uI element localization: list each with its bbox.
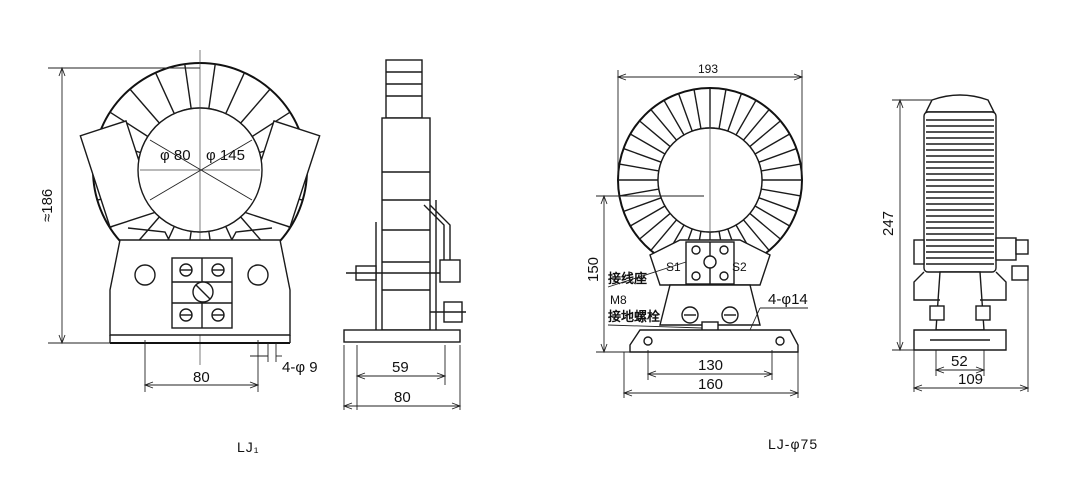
ring-segment-line <box>129 88 160 124</box>
lj1-dim-width: 80 <box>193 369 210 386</box>
ring-segment-line <box>727 93 743 132</box>
ring-segment-line <box>623 147 662 163</box>
lj75-terminal-s1: S1 <box>666 260 681 274</box>
lj1-side-top <box>385 59 423 119</box>
lj75-dim-width: 193 <box>698 62 718 76</box>
lj75-dim-height: 150 <box>585 257 602 282</box>
lj75-label-terminal-block: 接线座 <box>608 271 647 286</box>
ring-segment-line <box>154 72 175 114</box>
lj75-dim-holes: 4-φ14 <box>768 291 808 308</box>
lj75-neck <box>659 284 761 326</box>
ring-segment-line <box>251 111 291 138</box>
lj75-label-ground-bolt: 接地螺栓 <box>608 309 660 324</box>
ring-segment-line <box>758 147 797 163</box>
ring-segment-line <box>208 63 216 109</box>
lj1-caption: LJ₁ <box>237 439 260 455</box>
ring-segment-line <box>650 109 678 141</box>
lj1-dim-inner-diameter: φ 80 <box>160 147 191 164</box>
lj75-terminal-s2: S2 <box>732 260 747 274</box>
lj1-side-view: 59 80 <box>342 59 466 410</box>
lj75-front-view: S1 S2 接线座 M8 接地螺栓 4-φ14 193 150 <box>585 62 808 398</box>
ring-segment-line <box>761 188 801 197</box>
ring-segment-line <box>184 63 192 109</box>
lj1-dim-height: ≈186 <box>39 189 56 222</box>
ring-segment-line <box>629 205 666 227</box>
lj1-mount-hole-left <box>134 264 156 286</box>
ring-segment-line <box>623 197 662 213</box>
lj75-side-view: 247 52 109 <box>880 94 1030 392</box>
lj75-dim-outer: 160 <box>698 376 723 393</box>
ring-segment-line <box>749 120 781 148</box>
lj1-front-view: φ 80 φ 145 ≈186 80 <box>39 50 321 392</box>
lj75-side-dim-height: 247 <box>880 211 897 236</box>
ring-segment-line <box>754 205 791 227</box>
lj75-label-bolt-size: M8 <box>610 293 627 307</box>
lj75-side-neck <box>935 271 985 331</box>
lj1-dim-holes: 4-φ 9 <box>282 359 318 376</box>
lj75-side-dim-inner: 52 <box>951 353 968 370</box>
ring-segment-line <box>718 89 727 129</box>
ring-segment-line <box>742 219 770 251</box>
lj75-side-cap <box>924 94 996 113</box>
lj1-dim-outer-diameter: φ 145 <box>206 147 245 164</box>
lj75-caption: LJ-φ75 <box>768 436 818 452</box>
lj75-dim-inner: 130 <box>698 357 723 374</box>
ring-segment-line <box>749 212 781 240</box>
ring-segment-line <box>693 89 702 129</box>
ring-segment-line <box>619 188 659 197</box>
ring-segment-line <box>663 99 685 136</box>
ring-segment-line <box>754 133 791 155</box>
ring-segment-line <box>650 219 678 251</box>
lj75-base <box>629 329 799 353</box>
ring-segment-line <box>619 163 659 172</box>
lj1-side-base <box>343 329 461 343</box>
lj1-mount-hole-right <box>247 264 269 286</box>
ring-segment-line <box>240 88 271 124</box>
lj1-side-dim-outer: 80 <box>394 389 411 406</box>
ring-segment-line <box>225 72 246 114</box>
ring-segment-line <box>639 212 671 240</box>
ring-segment-line <box>735 99 757 136</box>
lj1-side-dim-inner: 59 <box>392 359 409 376</box>
ring-segment-line <box>761 163 801 172</box>
ring-segment-line <box>758 197 797 213</box>
ring-segment-line <box>109 111 149 138</box>
lj75-side-dim-outer: 109 <box>958 371 983 388</box>
ring-segment-line <box>629 133 666 155</box>
ring-segment-line <box>742 109 770 141</box>
ring-segment-line <box>639 120 671 148</box>
ring-segment-line <box>677 93 693 132</box>
lj1-side-core <box>381 117 431 331</box>
